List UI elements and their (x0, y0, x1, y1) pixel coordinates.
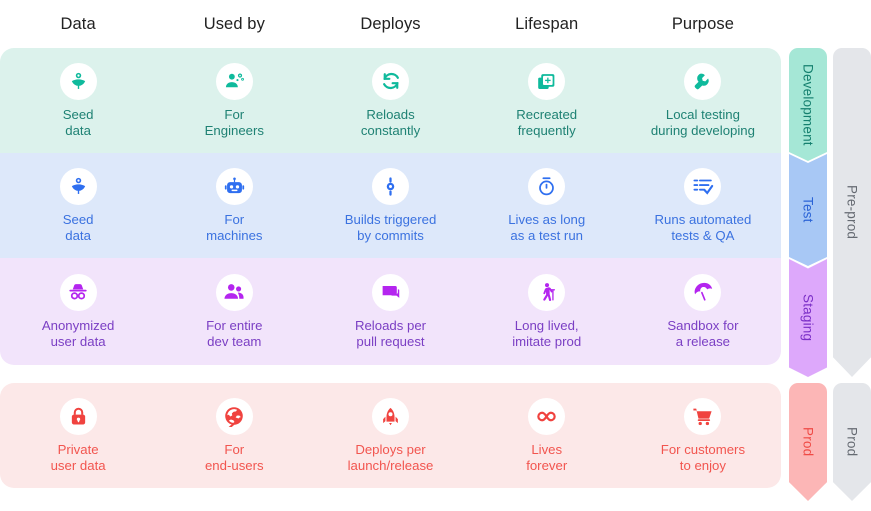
cell-label: Recreated frequently (516, 106, 578, 138)
row-development: Seed data For Engineers Reloads constant… (0, 48, 781, 153)
lock-icon (59, 397, 97, 435)
cell-label: Sandbox for a release (667, 317, 739, 349)
checklist-icon (684, 167, 722, 205)
cell-prod-purpose: For customers to enjoy (625, 397, 781, 474)
env-chevron-prod[interactable]: Prod (789, 383, 827, 501)
cell-label: Seed data (62, 106, 94, 138)
cell-staging-data: Anonymized user data (0, 273, 156, 350)
cell-development-used-by: For Engineers (156, 62, 312, 139)
env-chevron-development[interactable]: Development (789, 48, 827, 161)
group-chevron-pre-prod[interactable]: Pre-prod (833, 48, 871, 377)
env-chevron-label: Test (800, 197, 816, 223)
commit-icon (372, 167, 409, 205)
group-chevron-prod[interactable]: Prod (833, 383, 871, 501)
cell-test-used-by: For machines (156, 167, 312, 244)
cell-label: Private user data (50, 441, 106, 473)
beach-umbrella-icon (684, 273, 722, 311)
env-chevron-label: Development (800, 63, 816, 146)
cell-staging-purpose: Sandbox for a release (625, 273, 781, 350)
globe-icon (215, 397, 253, 435)
column-header-row: Data Used by Deploys Lifespan Purpose (0, 0, 781, 48)
cell-label: Lives forever (526, 441, 568, 473)
cell-label: Builds triggered by commits (344, 211, 437, 243)
cell-staging-deploys: Reloads per pull request (312, 273, 468, 350)
cell-label: Seed data (62, 211, 94, 243)
rocket-icon (372, 397, 409, 435)
shopping-cart-icon (684, 397, 722, 435)
cell-staging-lifespan: Long lived, imitate prod (469, 273, 625, 350)
reload-icon (372, 62, 409, 100)
seedling-icon (59, 167, 97, 205)
elderly-walking-icon (528, 273, 566, 311)
cell-development-deploys: Reloads constantly (312, 62, 468, 139)
wrench-icon (684, 62, 722, 100)
cell-prod-used-by: For end-users (156, 397, 312, 474)
cell-label: Reloads per pull request (354, 317, 427, 349)
env-chevron-staging[interactable]: Staging (789, 259, 827, 377)
cell-label: For machines (206, 211, 263, 243)
cell-label: For Engineers (204, 106, 264, 138)
cell-label: Reloads constantly (360, 106, 421, 138)
cell-test-purpose: Runs automated tests & QA (625, 167, 781, 244)
cell-prod-deploys: Deploys per launch/release (312, 397, 468, 474)
cell-test-deploys: Builds triggered by commits (312, 167, 468, 244)
stopwatch-icon (528, 167, 566, 205)
cell-test-data: Seed data (0, 167, 156, 244)
robot-icon (215, 167, 253, 205)
engineer-icon (215, 62, 253, 100)
cell-development-purpose: Local testing during developing (625, 62, 781, 139)
seedling-icon (59, 62, 97, 100)
column-header-data: Data (60, 14, 96, 33)
column-header-used-by: Used by (203, 14, 265, 33)
cell-development-data: Seed data (0, 62, 156, 139)
group-chevron-label: Prod (844, 427, 860, 457)
row-test: Seed data For machines Builds triggered … (0, 153, 781, 258)
row-staging: Anonymized user data For entire dev team… (0, 258, 781, 365)
cell-test-lifespan: Lives as long as a test run (469, 167, 625, 244)
cell-label: Anonymized user data (41, 317, 115, 349)
column-header-lifespan: Lifespan (515, 14, 579, 33)
env-chevron-label: Staging (800, 294, 816, 342)
cell-label: For end-users (204, 441, 264, 473)
comment-icon (372, 273, 409, 311)
cell-label: Runs automated tests & QA (654, 211, 752, 243)
row-prod: Private user data For end-users Deploys … (0, 383, 781, 488)
cell-label: Deploys per launch/release (347, 441, 434, 473)
cell-label: For entire dev team (206, 317, 263, 349)
cell-development-lifespan: Recreated frequently (469, 62, 625, 139)
cell-prod-lifespan: Lives forever (469, 397, 625, 474)
infinity-icon (528, 397, 566, 435)
cell-label: Lives as long as a test run (508, 211, 586, 243)
people-icon (215, 273, 253, 311)
copy-add-icon (528, 62, 566, 100)
env-chevron-label: Prod (800, 427, 816, 457)
cell-prod-data: Private user data (0, 397, 156, 474)
column-header-purpose: Purpose (671, 14, 734, 33)
incognito-icon (59, 273, 97, 311)
cell-label: Local testing during developing (650, 106, 755, 138)
cell-label: For customers to enjoy (660, 441, 746, 473)
env-chevron-test[interactable]: Test (789, 154, 827, 266)
cell-label: Long lived, imitate prod (512, 317, 582, 349)
cell-staging-used-by: For entire dev team (156, 273, 312, 350)
column-header-deploys: Deploys (360, 14, 421, 33)
group-chevron-label: Pre-prod (844, 185, 860, 240)
